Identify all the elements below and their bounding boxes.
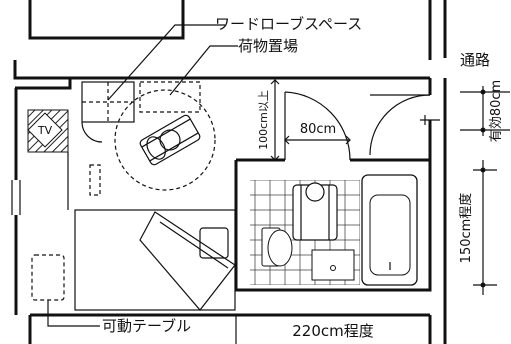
movable-table-label: 可動テーブル (102, 317, 191, 335)
door-clearance-label: 100cm以上 (257, 90, 270, 150)
wardrobe-space (81, 81, 135, 143)
door-width-dimension: 80cm (284, 122, 351, 145)
wheelchair-turning-circle (114, 89, 216, 191)
passage-width-dimension: 通路 有効80cm (460, 51, 510, 142)
effective-width-label: 有効80cm (489, 80, 504, 142)
door-width-label: 80cm (300, 122, 336, 137)
wheelchair-icon (292, 182, 338, 241)
luggage-label: 荷物置場 (238, 37, 298, 55)
bed-icon (74, 209, 236, 311)
movable-table (31, 254, 65, 301)
room-door (369, 94, 431, 156)
wheelchair-icon (139, 114, 201, 166)
room-width-label: 220cm程度 (292, 322, 374, 340)
bathroom (250, 174, 418, 286)
desk (67, 152, 101, 210)
window (11, 180, 21, 215)
passage-markers (420, 115, 440, 125)
wardrobe-callout: ワードローブスペース (107, 15, 362, 101)
room-width-dimension: 220cm程度 (235, 315, 431, 344)
tv-label: TV (37, 124, 53, 137)
bath-depth-dimension: 150cm程度 (458, 160, 497, 295)
entrance-door (284, 91, 351, 161)
sink-icon (311, 249, 355, 281)
tv-icon (27, 112, 63, 148)
tv-unit: TV (27, 109, 69, 153)
door-clearance-dimension: 100cm以上 (257, 79, 280, 161)
wardrobe-label: ワードローブスペース (215, 15, 362, 33)
passage-label: 通路 (460, 51, 490, 69)
walls (13, 0, 447, 344)
table-callout: 可動テーブル (47, 300, 191, 335)
luggage-area (139, 81, 201, 113)
toilet-icon (261, 227, 293, 267)
bath-depth-label: 150cm程度 (458, 193, 474, 264)
bathtub-icon (361, 174, 418, 286)
luggage-callout: 荷物置場 (169, 37, 298, 96)
